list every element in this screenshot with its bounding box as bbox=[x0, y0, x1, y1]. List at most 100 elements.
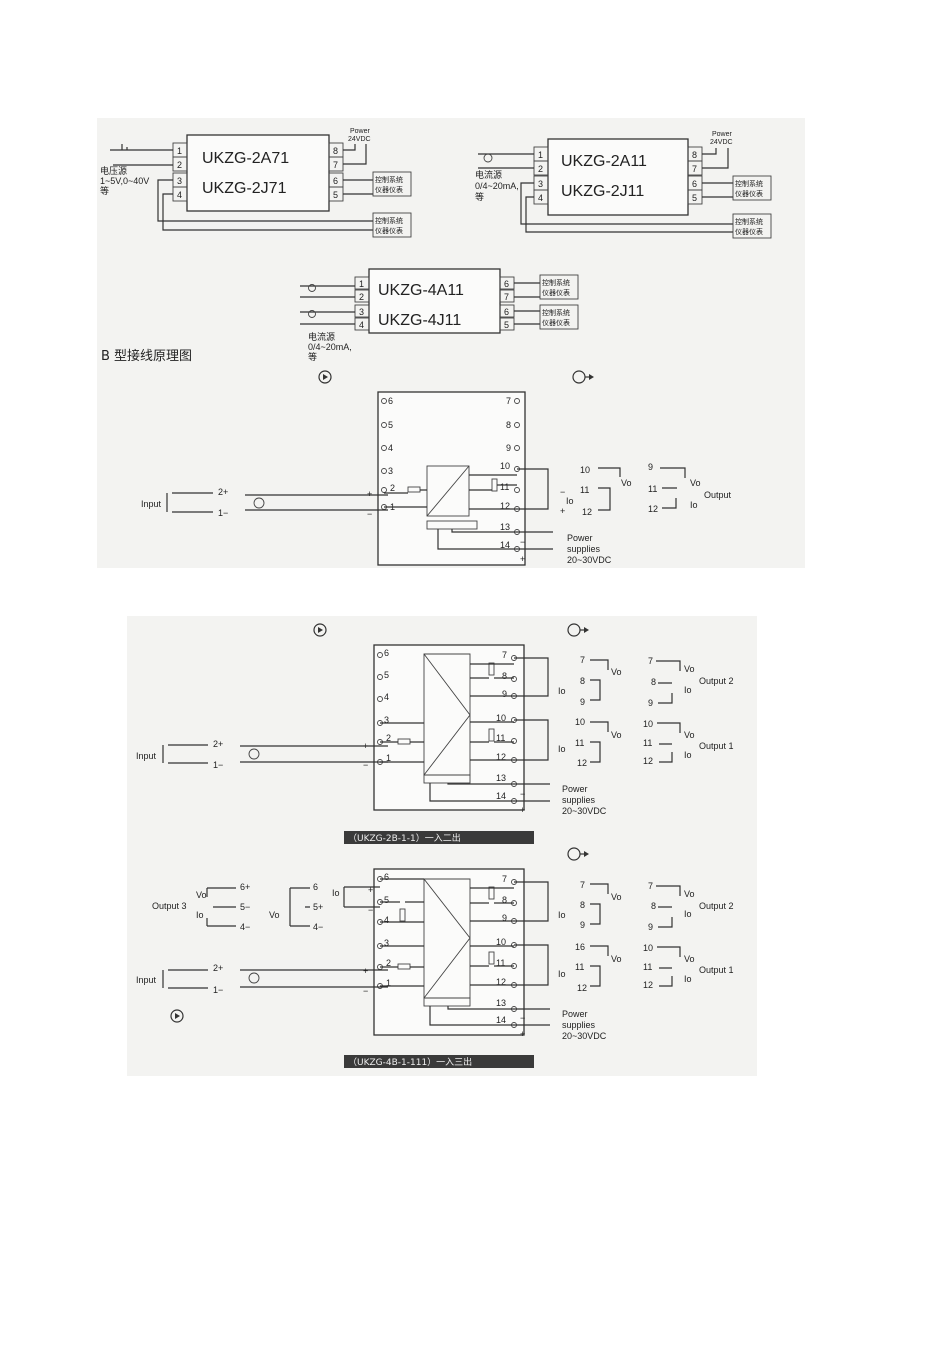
svg-text:7: 7 bbox=[580, 880, 585, 890]
module-a-source3: 等 bbox=[100, 185, 109, 196]
d3-io-a: Io bbox=[558, 910, 566, 920]
module-c-out2b: 仪器仪表 bbox=[542, 318, 570, 327]
d2-io-label-b: Io bbox=[558, 744, 566, 754]
svg-text:4−: 4− bbox=[313, 922, 323, 932]
svg-text:−: − bbox=[363, 760, 368, 770]
d3-vo-left: Vo bbox=[196, 890, 207, 900]
svg-text:11: 11 bbox=[575, 962, 584, 972]
svg-text:6: 6 bbox=[388, 396, 393, 406]
d1-power2: supplies bbox=[567, 544, 601, 554]
svg-text:9: 9 bbox=[648, 698, 653, 708]
svg-text:3: 3 bbox=[384, 938, 389, 948]
svg-text:1−: 1− bbox=[218, 508, 228, 518]
d2-io-d: Io bbox=[684, 750, 692, 760]
svg-text:1: 1 bbox=[386, 978, 391, 988]
svg-text:8: 8 bbox=[502, 671, 507, 681]
svg-text:3: 3 bbox=[538, 179, 543, 189]
svg-text:10: 10 bbox=[496, 937, 506, 947]
svg-text:8: 8 bbox=[692, 150, 697, 160]
svg-text:5: 5 bbox=[504, 320, 509, 330]
d3-input-label: Input bbox=[136, 975, 157, 985]
d3-output1: Output 1 bbox=[699, 965, 734, 975]
svg-text:2+: 2+ bbox=[213, 739, 223, 749]
svg-text:−: − bbox=[520, 1013, 525, 1023]
svg-text:7: 7 bbox=[333, 160, 338, 170]
svg-text:2: 2 bbox=[538, 164, 543, 174]
svg-text:5: 5 bbox=[384, 670, 389, 680]
d3-io-b: Io bbox=[558, 969, 566, 979]
svg-text:3: 3 bbox=[359, 307, 364, 317]
svg-text:+: + bbox=[367, 489, 372, 499]
d3-power1: Power bbox=[562, 1009, 588, 1019]
module-b-box bbox=[547, 138, 689, 216]
module-b-out2b: 仪器仪表 bbox=[735, 227, 763, 236]
module-a-out2b: 仪器仪表 bbox=[375, 226, 403, 235]
module-b-out1b: 仪器仪表 bbox=[735, 189, 763, 198]
svg-text:9: 9 bbox=[502, 913, 507, 923]
svg-text:4: 4 bbox=[384, 692, 389, 702]
svg-text:+: + bbox=[363, 966, 368, 976]
svg-text:14: 14 bbox=[500, 540, 510, 550]
module-c-out2: 控制系统 bbox=[542, 308, 570, 317]
svg-text:2+: 2+ bbox=[213, 963, 223, 973]
svg-text:11: 11 bbox=[580, 485, 589, 495]
d2-io-c: Io bbox=[684, 685, 692, 695]
d1-io-label: Io bbox=[566, 496, 574, 506]
svg-text:8: 8 bbox=[580, 900, 585, 910]
svg-text:11: 11 bbox=[648, 484, 657, 494]
module-a-model2: UKZG-2J71 bbox=[202, 180, 287, 197]
svg-text:−: − bbox=[560, 487, 565, 497]
caption-3: （UKZG-4B-1-111）一入三出 bbox=[348, 1056, 472, 1068]
svg-text:11: 11 bbox=[643, 962, 652, 972]
d2-input-label: Input bbox=[136, 751, 157, 761]
d1-vo-label: Vo bbox=[621, 478, 632, 488]
svg-text:5: 5 bbox=[388, 420, 393, 430]
d1-power1: Power bbox=[567, 533, 593, 543]
svg-text:−: − bbox=[367, 509, 372, 519]
module-c-model1: UKZG-4A11 bbox=[378, 282, 464, 299]
svg-text:9: 9 bbox=[580, 697, 585, 707]
d2-io-label-a: Io bbox=[558, 686, 566, 696]
module-c-source1: 电流源 bbox=[308, 331, 335, 342]
module-b-out1: 控制系统 bbox=[735, 179, 763, 188]
module-a-power1: Power bbox=[350, 128, 371, 135]
caption-2: （UKZG-2B-1-1）一入二出 bbox=[348, 832, 461, 844]
d2-output2: Output 2 bbox=[699, 676, 734, 686]
svg-text:12: 12 bbox=[500, 501, 510, 511]
svg-text:8: 8 bbox=[502, 895, 507, 905]
svg-text:9: 9 bbox=[648, 922, 653, 932]
svg-text:−: − bbox=[368, 905, 373, 915]
svg-text:6: 6 bbox=[384, 648, 389, 658]
module-a-source1: 电压源 bbox=[100, 165, 127, 176]
svg-text:2: 2 bbox=[177, 160, 182, 170]
module-c-out1: 控制系统 bbox=[542, 278, 570, 287]
svg-text:2: 2 bbox=[386, 958, 391, 968]
d3-io-c: Io bbox=[684, 909, 692, 919]
svg-text:5: 5 bbox=[692, 193, 697, 203]
svg-text:4: 4 bbox=[384, 915, 389, 925]
svg-text:4: 4 bbox=[359, 320, 364, 330]
svg-text:2+: 2+ bbox=[218, 487, 228, 497]
module-a-out1b: 仪器仪表 bbox=[375, 185, 403, 194]
d2-vo-c: Vo bbox=[684, 664, 695, 674]
svg-text:11: 11 bbox=[496, 733, 505, 743]
svg-text:+: + bbox=[520, 1029, 525, 1039]
svg-text:6: 6 bbox=[313, 882, 318, 892]
module-b-model1: UKZG-2A11 bbox=[561, 153, 647, 170]
svg-text:2: 2 bbox=[359, 292, 364, 302]
svg-text:7: 7 bbox=[504, 292, 509, 302]
d2-vo-a: Vo bbox=[611, 667, 622, 677]
svg-text:1−: 1− bbox=[213, 985, 223, 995]
d3-vo-b: Vo bbox=[611, 954, 622, 964]
d3-vo-a: Vo bbox=[611, 892, 622, 902]
svg-text:10: 10 bbox=[643, 943, 653, 953]
svg-text:8: 8 bbox=[651, 677, 656, 687]
svg-text:9: 9 bbox=[580, 920, 585, 930]
module-b-source2: 0/4~20mA, bbox=[475, 181, 519, 191]
section-title-b: B 型接线原理图 bbox=[101, 348, 192, 364]
svg-text:3: 3 bbox=[388, 466, 393, 476]
svg-text:+: + bbox=[560, 506, 565, 516]
svg-text:12: 12 bbox=[577, 758, 587, 768]
svg-text:−: − bbox=[363, 986, 368, 996]
svg-text:11: 11 bbox=[496, 958, 505, 968]
